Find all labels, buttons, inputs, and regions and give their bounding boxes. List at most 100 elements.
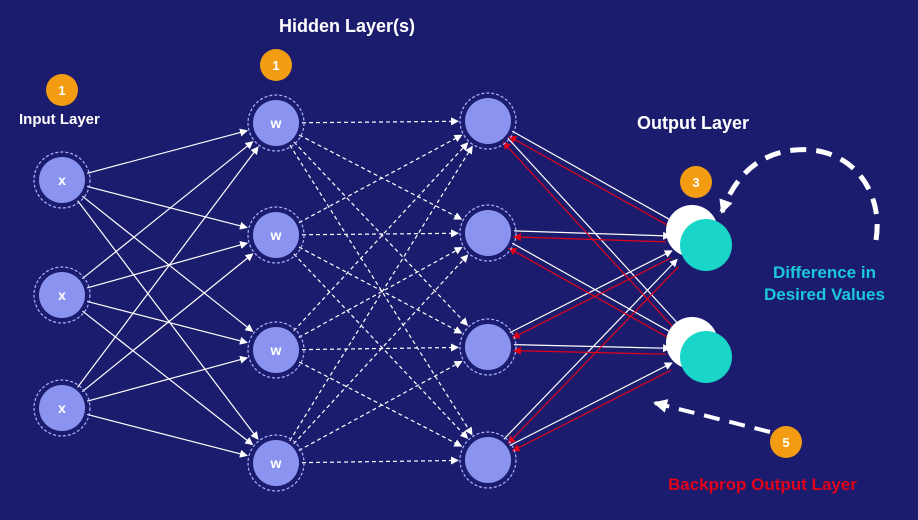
neuron-label: w: [270, 227, 282, 243]
hidden-neuron: [459, 318, 517, 376]
neuron-body: [39, 385, 85, 431]
backprop-badge: 5: [770, 426, 802, 458]
nodes: x x x w w w w: [33, 92, 732, 492]
edge-backprop: [512, 233, 666, 243]
edge-hidden-hidden: [298, 361, 463, 447]
edge-hidden-hidden: [301, 343, 460, 352]
neuron-ring: [247, 94, 305, 152]
edge-input-hidden: [77, 146, 259, 388]
edge-hidden-hidden: [293, 254, 469, 445]
edges-backprop: [502, 135, 679, 452]
hidden-neuron: [459, 431, 517, 489]
neuron-label: w: [270, 342, 282, 358]
edge-input-hidden: [81, 195, 254, 332]
input-neuron: x: [33, 151, 91, 209]
edge-hidden-hidden: [289, 145, 473, 442]
edge-backprop: [508, 247, 670, 339]
neuron-ring: [33, 379, 91, 437]
output-layer-label: Output Layer: [637, 113, 750, 133]
neuron-body: [253, 440, 299, 486]
neuron-ring: [459, 92, 517, 150]
backprop-arrow: [653, 399, 771, 434]
edge-backprop: [508, 135, 670, 227]
neuron-ring: [459, 431, 517, 489]
input-layer-badge: 1: [46, 74, 78, 106]
neuron-body: [253, 212, 299, 258]
output-neuron: [666, 205, 732, 271]
edge-hidden-output: [514, 230, 672, 240]
neuron-ring: [459, 318, 517, 376]
output-neuron: [666, 317, 732, 383]
edge-hidden-hidden: [298, 246, 463, 338]
edge-hidden-output: [509, 250, 673, 334]
edge-backprop: [512, 346, 666, 355]
edge-hidden-output: [503, 258, 678, 440]
hidden-neuron-w: w: [247, 321, 305, 379]
edge-input-hidden: [87, 300, 248, 345]
edge-backprop: [507, 266, 679, 445]
input-layer-label: Input Layer: [19, 111, 100, 128]
edge-backprop: [502, 141, 676, 330]
neuron-ring: [247, 206, 305, 264]
edge-backprop: [511, 369, 672, 452]
edge-input-hidden: [81, 141, 254, 280]
neuron-ring: [459, 204, 517, 262]
edge-input-hidden: [87, 185, 248, 230]
hidden-layer-badge: 1: [260, 49, 292, 81]
neuron-ring: [33, 266, 91, 324]
edge-hidden-hidden: [301, 456, 460, 465]
output-layer-badge: 3: [680, 166, 712, 198]
edge-input-hidden: [86, 128, 248, 174]
neuron-body: [253, 327, 299, 373]
edge-input-hidden: [86, 241, 249, 289]
neuron-ring: [33, 151, 91, 209]
hidden-neuron: [459, 204, 517, 262]
neuron-body: [39, 157, 85, 203]
edge-hidden-hidden: [298, 360, 463, 452]
edge-hidden-hidden: [293, 253, 469, 439]
edge-hidden-output: [511, 130, 677, 224]
edge-hidden-hidden: [298, 134, 463, 224]
hidden-neuron-w: w: [247, 94, 305, 152]
edge-backprop: [511, 257, 672, 339]
edge-hidden-output: [514, 344, 672, 353]
output-neuron-front: [680, 219, 732, 271]
edge-input-hidden: [82, 310, 254, 446]
neuron-label: x: [58, 400, 66, 416]
neuron-body: [39, 272, 85, 318]
hidden-neuron-w: w: [247, 206, 305, 264]
edge-input-hidden: [86, 355, 249, 402]
hidden-layers-label: Hidden Layer(s): [279, 16, 416, 36]
edge-input-hidden: [77, 200, 259, 440]
neuron-body: [465, 98, 511, 144]
neuron-body: [253, 100, 299, 146]
neuron-body: [465, 437, 511, 483]
backprop-label: Backprop Output Layer: [668, 475, 857, 494]
feedback-loop-arrow: [719, 147, 880, 241]
neuron-ring: [247, 321, 305, 379]
neuron-label: w: [270, 455, 282, 471]
difference-label: Difference in Desired Values: [764, 263, 885, 304]
edge-hidden-hidden: [301, 117, 460, 126]
edge-hidden-hidden: [298, 246, 463, 334]
input-neuron: x: [33, 379, 91, 437]
edges-input-to-hidden: [77, 128, 259, 458]
edge-input-hidden: [81, 253, 254, 393]
edges-hidden-to-output: [503, 130, 683, 447]
neuron-label: x: [58, 287, 66, 303]
neuron-body: [465, 210, 511, 256]
neuron-label: x: [58, 172, 66, 188]
output-neuron-front: [680, 331, 732, 383]
hidden-neuron: [459, 92, 517, 150]
edge-hidden-hidden: [301, 229, 460, 238]
neuron-body: [465, 324, 511, 370]
edges-hidden-to-hidden: [289, 117, 473, 465]
edge-hidden-hidden: [298, 134, 463, 220]
input-neuron: x: [33, 266, 91, 324]
edge-hidden-hidden: [293, 142, 469, 332]
neuron-ring: [247, 434, 305, 492]
edge-hidden-output: [511, 242, 677, 336]
hidden-neuron-w: w: [247, 434, 305, 492]
edge-input-hidden: [87, 413, 248, 458]
